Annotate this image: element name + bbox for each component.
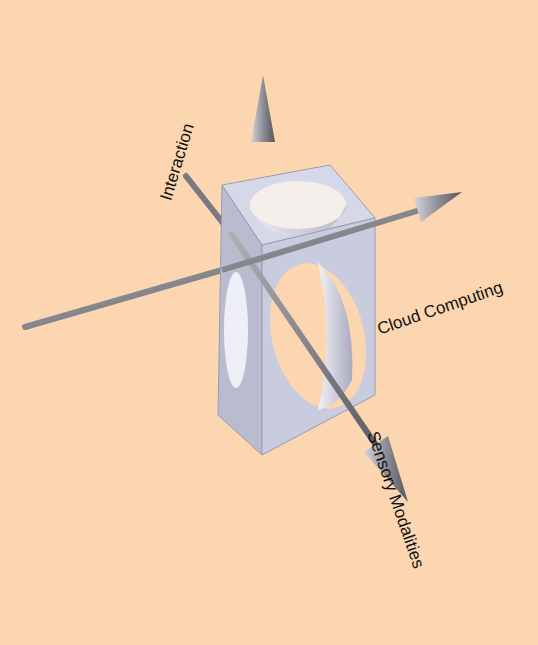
axis-rod — [222, 210, 420, 270]
axis-label: Sensory Modalities — [363, 429, 429, 571]
arrow-head — [414, 192, 462, 222]
axis-rod — [260, 135, 266, 448]
axis-label: Interaction — [156, 121, 198, 203]
axis-label: Cloud Computing — [375, 278, 506, 340]
axis-rod — [230, 232, 378, 448]
arrow-head — [251, 75, 275, 142]
cube-hole — [255, 253, 380, 419]
cube-hole — [224, 272, 248, 388]
axis-rod — [25, 270, 222, 327]
